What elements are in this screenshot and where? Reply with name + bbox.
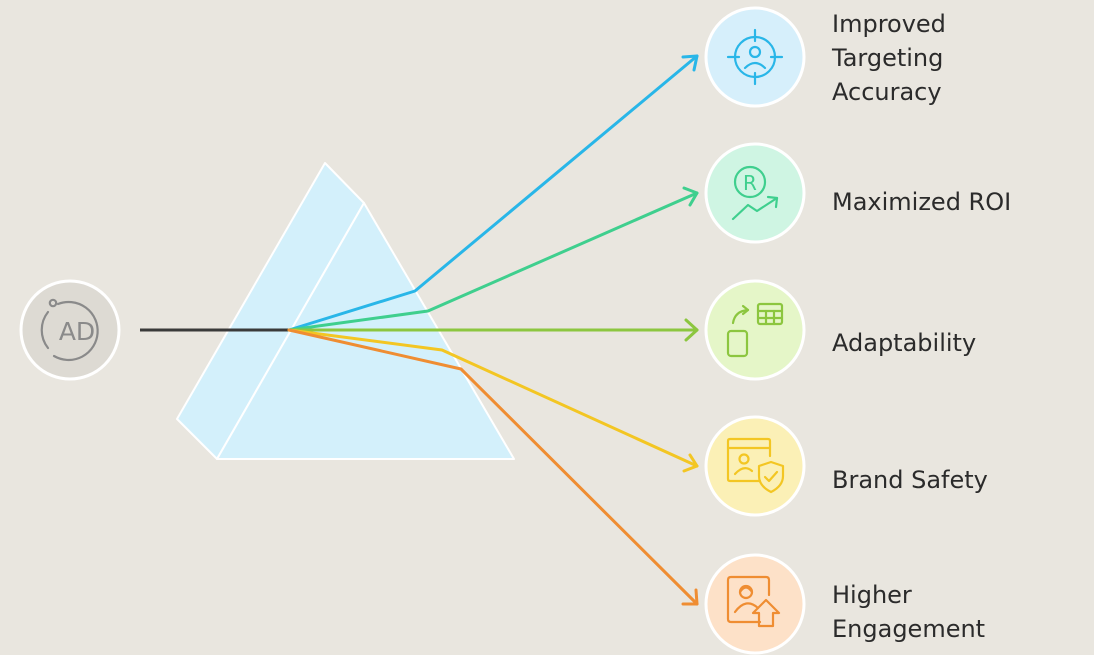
target-user-icon	[726, 28, 784, 86]
svg-text:R: R	[743, 171, 757, 195]
roi-growth-icon: R	[731, 165, 779, 221]
source-node: AD	[19, 279, 121, 381]
arrowhead-brand-safety	[682, 453, 699, 473]
arrowhead-roi	[682, 186, 699, 207]
outcome-label-targeting: Improved Targeting Accuracy	[832, 10, 946, 106]
outcome-label-brand-safety: Brand Safety	[832, 466, 988, 494]
outcome-node-brand-safety	[704, 415, 806, 517]
outcome-node-adaptability	[704, 279, 806, 381]
outcome-node-targeting	[704, 6, 806, 108]
arrowhead-engagement	[681, 588, 699, 606]
outcome-label-engagement: Higher Engagement	[832, 581, 986, 643]
ray-brand-safety	[287, 328, 699, 468]
outcome-node-roi: R	[704, 142, 806, 244]
user-up-icon	[726, 575, 781, 628]
ad-badge-icon	[40, 298, 99, 362]
outcome-label-roi: Maximized ROI	[832, 188, 1012, 216]
source-label: AD	[59, 317, 95, 346]
ray-roi	[287, 191, 699, 332]
ray-engagement	[287, 328, 699, 606]
outcome-node-engagement	[704, 553, 806, 655]
arrowhead-adaptability	[684, 318, 699, 342]
outcome-label-adaptability: Adaptability	[832, 329, 977, 357]
profile-shield-icon	[726, 437, 785, 494]
rays	[287, 54, 699, 606]
device-switch-icon	[726, 302, 784, 358]
arrowhead-targeting	[681, 54, 699, 72]
ray-targeting	[287, 54, 699, 332]
